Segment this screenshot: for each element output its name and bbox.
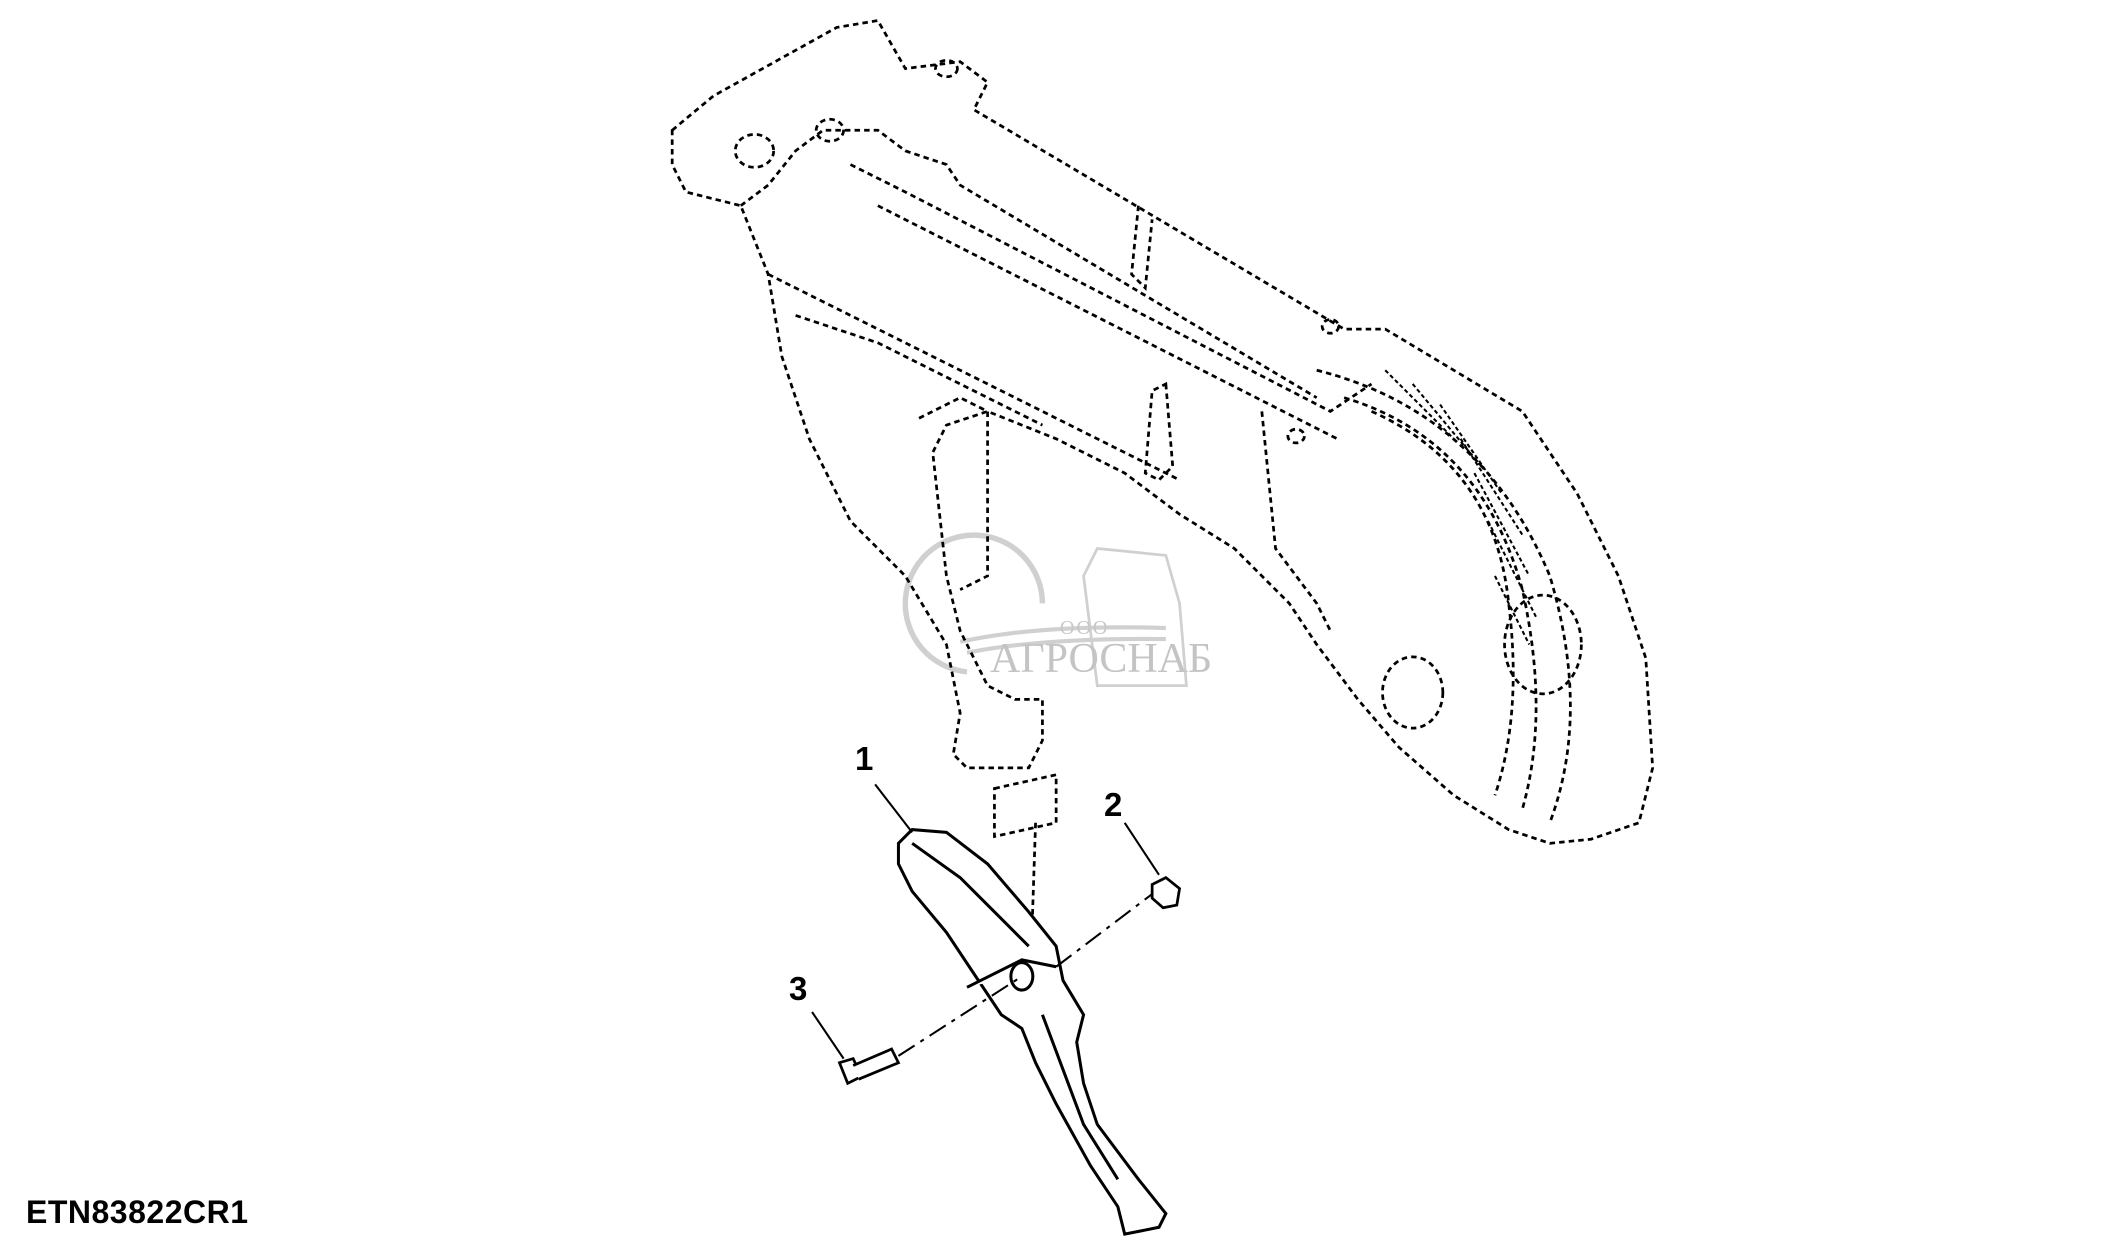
gear-hatching — [1384, 369, 1538, 645]
watermark-name: АГРОСНАБ — [990, 636, 1213, 682]
reference-code: ETN83822CR1 — [26, 1194, 249, 1230]
frame-phantom-outline — [670, 19, 1655, 947]
part-1-shank — [896, 828, 1168, 1236]
watermark-prefix: ООО — [1060, 617, 1110, 639]
assembly-centerlines — [897, 893, 1153, 1057]
part-3-bolt — [837, 1047, 901, 1086]
callout-2: 2 — [1104, 786, 1123, 823]
callout-3: 3 — [789, 970, 808, 1007]
watermark-logo — [902, 532, 1188, 688]
callout-1: 1 — [855, 740, 874, 777]
callout-leaders — [811, 783, 1160, 1060]
part-2-nut — [1150, 875, 1182, 910]
